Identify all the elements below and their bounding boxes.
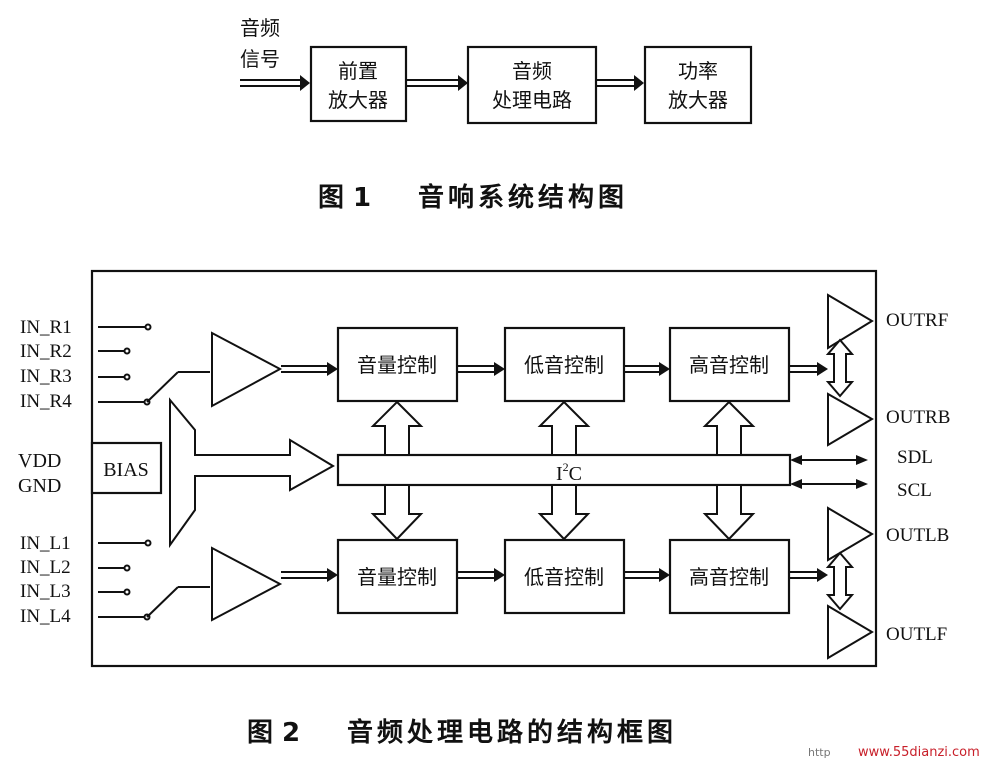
left-volume-control <box>336 538 459 615</box>
fig1-caption-text: 音响系统结构图 <box>418 182 628 213</box>
pin-in-l3: IN_L3 <box>20 581 71 602</box>
right-volume-label: 音量控制 <box>357 353 437 377</box>
fig1-audio-processing-block <box>466 45 598 125</box>
left-bass-control <box>503 538 626 615</box>
fig1-power-amp-label-2: 放大器 <box>668 88 728 112</box>
right-bass-label: 低音控制 <box>524 353 604 377</box>
left-inputs: IN_L1 IN_L2 IN_L3 IN_L4 <box>20 533 210 627</box>
pin-scl: SCL <box>897 480 932 501</box>
left-bass-label: 低音控制 <box>524 565 604 589</box>
right-treble-label: 高音控制 <box>689 353 769 377</box>
bias-label: BIAS <box>103 459 149 481</box>
fig1-preamp-block <box>309 45 408 123</box>
outlb-amp <box>827 506 874 562</box>
left-input-selector <box>146 586 179 618</box>
right-volume-control <box>336 326 459 403</box>
pin-in-r4: IN_R4 <box>20 391 72 412</box>
watermark: http www.55dianzi.com <box>808 745 980 760</box>
right-inputs: IN_R1 IN_R2 IN_R3 IN_R4 <box>20 317 210 412</box>
left-signal-path <box>281 568 828 582</box>
pin-in-r2: IN_R2 <box>20 341 72 362</box>
pin-outlb: OUTLB <box>886 525 949 546</box>
fig1-caption-number: 图 1 <box>318 183 371 213</box>
watermark-prefix: http <box>808 746 831 759</box>
pin-outlf: OUTLF <box>886 624 947 645</box>
outrf-amp <box>827 293 874 350</box>
left-volume-label: 音量控制 <box>357 565 437 589</box>
bus-arrows <box>370 400 756 541</box>
figure-2: IN_R1 IN_R2 IN_R3 IN_R4 IN_L1 IN_L2 IN_L… <box>18 269 950 748</box>
pin-in-r3: IN_R3 <box>20 366 72 387</box>
left-output-stage: OUTLB OUTLF <box>825 506 949 660</box>
fig1-processing-label-1: 音频 <box>512 59 552 83</box>
fig1-preamp-label-2: 放大器 <box>328 88 388 112</box>
pin-gnd: GND <box>18 475 61 497</box>
outlf-amp <box>827 604 874 660</box>
pin-in-l1: IN_L1 <box>20 533 71 554</box>
fig2-caption-number: 图 2 <box>247 718 300 748</box>
pin-in-r1: IN_R1 <box>20 317 72 338</box>
left-treble-control <box>668 538 791 615</box>
pin-outrf: OUTRF <box>886 310 948 331</box>
left-output-link <box>825 551 855 611</box>
right-bass-control <box>503 326 626 403</box>
left-input-amp <box>211 546 283 622</box>
fig2-caption-text: 音频处理电路的结构框图 <box>347 717 677 748</box>
i2c-bus <box>336 453 792 487</box>
bias-funnel-arrow <box>169 397 335 549</box>
right-output-stage: OUTRF OUTRB <box>825 293 950 447</box>
pin-vdd: VDD <box>18 450 61 472</box>
pin-sdl: SDL <box>897 447 933 468</box>
fig1-processing-label-2: 处理电路 <box>492 88 572 112</box>
figure-1: 音频 信号 前置 放大器 音频 处理电路 功率 放大器 图 1 音响系统结构图 <box>240 16 753 213</box>
right-output-link <box>825 338 855 398</box>
serial-lines: SDL SCL <box>790 447 933 501</box>
watermark-site: www.55dianzi.com <box>858 745 980 760</box>
fig1-power-amp-label-1: 功率 <box>678 59 718 83</box>
pin-outrb: OUTRB <box>886 407 950 428</box>
outrb-amp <box>827 392 874 447</box>
pin-in-l4: IN_L4 <box>20 606 71 627</box>
i2c-label: I2C <box>556 460 582 485</box>
fig1-input-label-line2: 信号 <box>240 47 280 71</box>
right-input-amp <box>211 331 283 408</box>
fig1-preamp-label-1: 前置 <box>338 59 378 83</box>
pin-in-l2: IN_L2 <box>20 557 71 578</box>
bias-block <box>90 441 163 495</box>
right-input-selector <box>146 371 179 403</box>
left-treble-label: 高音控制 <box>689 565 769 589</box>
fig1-input-label-line1: 音频 <box>240 16 280 40</box>
fig1-power-amp-block <box>643 45 753 125</box>
right-treble-control <box>668 326 791 403</box>
right-signal-path <box>281 362 828 376</box>
